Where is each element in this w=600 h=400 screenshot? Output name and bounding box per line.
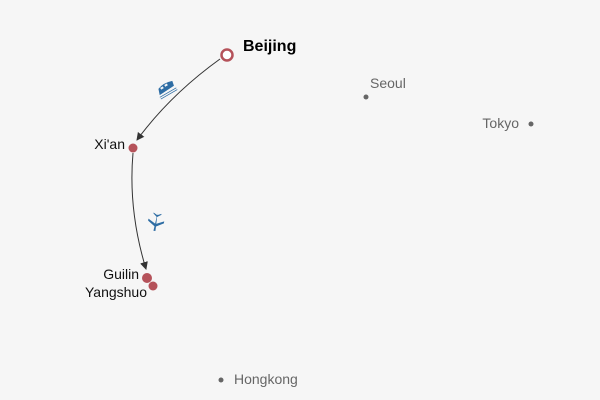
seoul-label: Seoul <box>370 75 406 91</box>
plane-icon <box>148 212 165 232</box>
hongkong-label: Hongkong <box>234 371 298 387</box>
tokyo-label: Tokyo <box>482 115 519 131</box>
beijing-label: Beijing <box>243 38 296 55</box>
guilin-marker[interactable] <box>142 273 152 283</box>
yangshuo-label: Yangshuo <box>85 284 147 300</box>
guilin-label: Guilin <box>103 266 139 282</box>
hongkong-marker[interactable] <box>218 377 224 383</box>
xian-label: Xi'an <box>94 136 125 152</box>
xian-marker[interactable] <box>128 143 138 153</box>
route-xian-guilin <box>131 152 148 270</box>
tokyo-marker[interactable] <box>528 121 534 127</box>
beijing-marker[interactable] <box>220 48 234 62</box>
train-icon <box>158 80 178 100</box>
yangshuo-marker[interactable] <box>148 281 158 291</box>
route-beijing-xian <box>136 58 221 141</box>
seoul-marker[interactable] <box>363 94 369 100</box>
